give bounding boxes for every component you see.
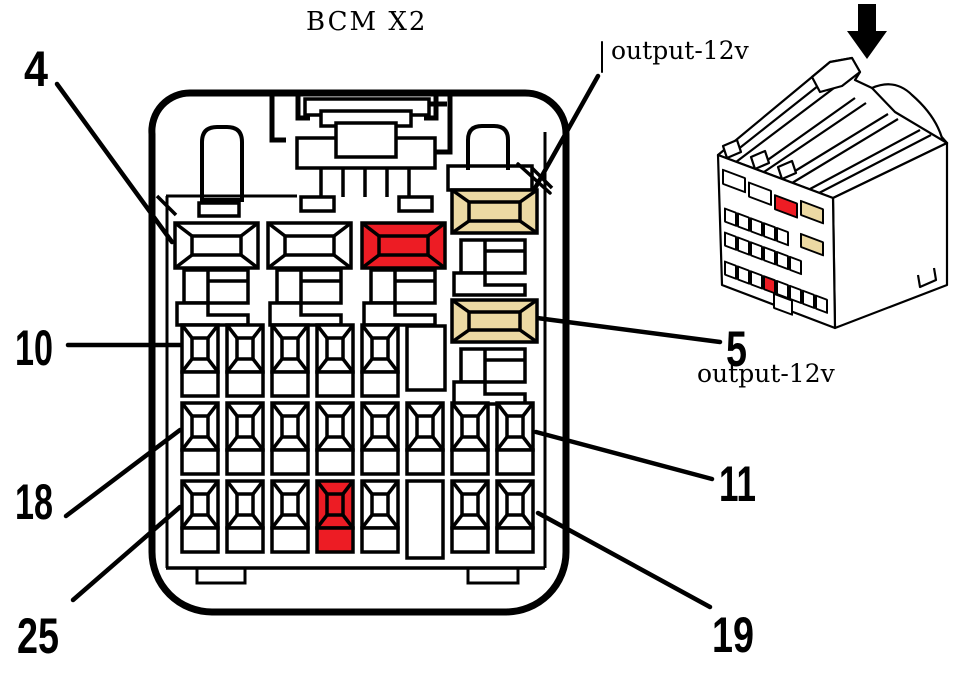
callout-10: 10 — [15, 320, 53, 376]
module-small-slot-r2-1 — [724, 231, 737, 251]
pins-layer — [173, 188, 539, 560]
module-slot-large-3 — [774, 194, 798, 219]
module-slot-large-4 — [800, 199, 824, 225]
module-small-slot-r2-4 — [763, 246, 776, 266]
output-pin-2 — [450, 298, 539, 344]
small-pin-row2-2 — [225, 401, 265, 476]
module-small-slot-r3-8 — [815, 294, 828, 314]
small-pin-row3-6 — [450, 479, 490, 554]
pin-latch — [175, 268, 250, 327]
module-small-slot-r3-3 — [750, 270, 763, 290]
module-small-slot-r2-3 — [750, 241, 763, 261]
module-back-tab — [810, 56, 862, 94]
callout-19: 19 — [712, 607, 754, 663]
module-bottom-notch — [773, 292, 793, 316]
small-pin-row3-5 — [360, 479, 400, 554]
leader-line-18 — [63, 427, 183, 519]
module-slot-tan-2 — [800, 232, 824, 257]
small-pin-row1-2 — [225, 323, 265, 398]
module-small-slot-r2-5 — [776, 250, 789, 271]
module-small-slot-r3-7 — [802, 289, 815, 309]
callout-18: 18 — [15, 474, 53, 530]
small-pin-row2-4 — [315, 401, 355, 476]
bottom-tab-right — [466, 566, 520, 585]
output-pin-bracket — [446, 164, 534, 192]
empty-slot — [405, 324, 447, 392]
module-small-slot-r2-2 — [737, 236, 750, 256]
large-pin-2 — [266, 221, 353, 270]
pin-latch — [268, 268, 343, 327]
module-small-slot-r2-6 — [789, 255, 802, 276]
module-small-slot-r3-1 — [724, 260, 737, 280]
pin-latch — [452, 238, 527, 297]
bottom-tab-left — [195, 566, 247, 585]
small-pin-row3-4 — [315, 479, 355, 554]
output-12v-label-bottom: output-12v — [697, 359, 836, 388]
leader-line-output-top — [531, 73, 601, 193]
leader-line-19 — [535, 510, 713, 610]
right-guide-slot — [466, 124, 510, 170]
small-pin-row3-1 — [180, 479, 220, 554]
callout-25: 25 — [17, 608, 59, 664]
small-pin-row2-5 — [360, 401, 400, 476]
large-pin-1 — [173, 221, 260, 270]
small-pin-row1-3 — [270, 323, 310, 398]
leader-lines — [54, 41, 723, 610]
leader-line-4 — [54, 81, 175, 245]
small-pin-row2-7 — [450, 401, 490, 476]
pin-latch — [362, 268, 437, 327]
module-3d — [716, 56, 949, 330]
small-pin-row1-1 — [180, 323, 220, 398]
left-guide-slot — [200, 125, 244, 202]
callout-4: 4 — [24, 41, 48, 97]
large-pin-3 — [360, 221, 447, 270]
small-pin-row2-3 — [270, 401, 310, 476]
small-pin-row1-5 — [360, 323, 400, 398]
small-pin-row2-1 — [180, 401, 220, 476]
pin-latch — [452, 347, 527, 406]
module-back-hump — [870, 83, 949, 145]
upper-left-slot — [197, 201, 241, 218]
module-slot-large-1 — [722, 168, 746, 194]
output-12v-label-top: output-12v — [611, 36, 750, 65]
leader-line-11 — [533, 429, 715, 482]
callout-5: 5 — [726, 321, 747, 377]
output-pin-1 — [450, 188, 539, 235]
connector-outline — [148, 89, 570, 616]
module-small-slot-r1-3 — [750, 217, 763, 237]
module-face-slots — [722, 168, 828, 316]
page-title: BCM X2 — [306, 7, 427, 37]
module-small-slot-r1-2 — [737, 212, 750, 232]
module-small-slot-r3-4 — [763, 275, 776, 295]
module-slot-large-2 — [748, 181, 772, 206]
module-small-slot-r1-1 — [724, 207, 737, 227]
small-pin-row3-7 — [495, 479, 535, 554]
small-pin-row3-3 — [270, 479, 310, 554]
small-pin-row3-2 — [225, 479, 265, 554]
module-top-ribs — [726, 81, 932, 194]
down-arrow-icon — [847, 4, 887, 59]
module-small-slot-r3-2 — [737, 265, 750, 285]
module-small-slot-r1-4 — [763, 222, 776, 242]
small-pin-row2-6 — [405, 401, 445, 476]
module-small-slot-r1-5 — [776, 226, 789, 247]
module-small-slot-r3-6 — [789, 284, 802, 305]
leader-line-25 — [70, 504, 183, 603]
small-pin-row2-8 — [495, 401, 535, 476]
callout-11: 11 — [719, 456, 756, 512]
connector-keying — [269, 94, 453, 213]
leader-line-5 — [534, 315, 723, 345]
empty-slot — [405, 479, 445, 560]
small-pin-row1-4 — [315, 323, 355, 398]
